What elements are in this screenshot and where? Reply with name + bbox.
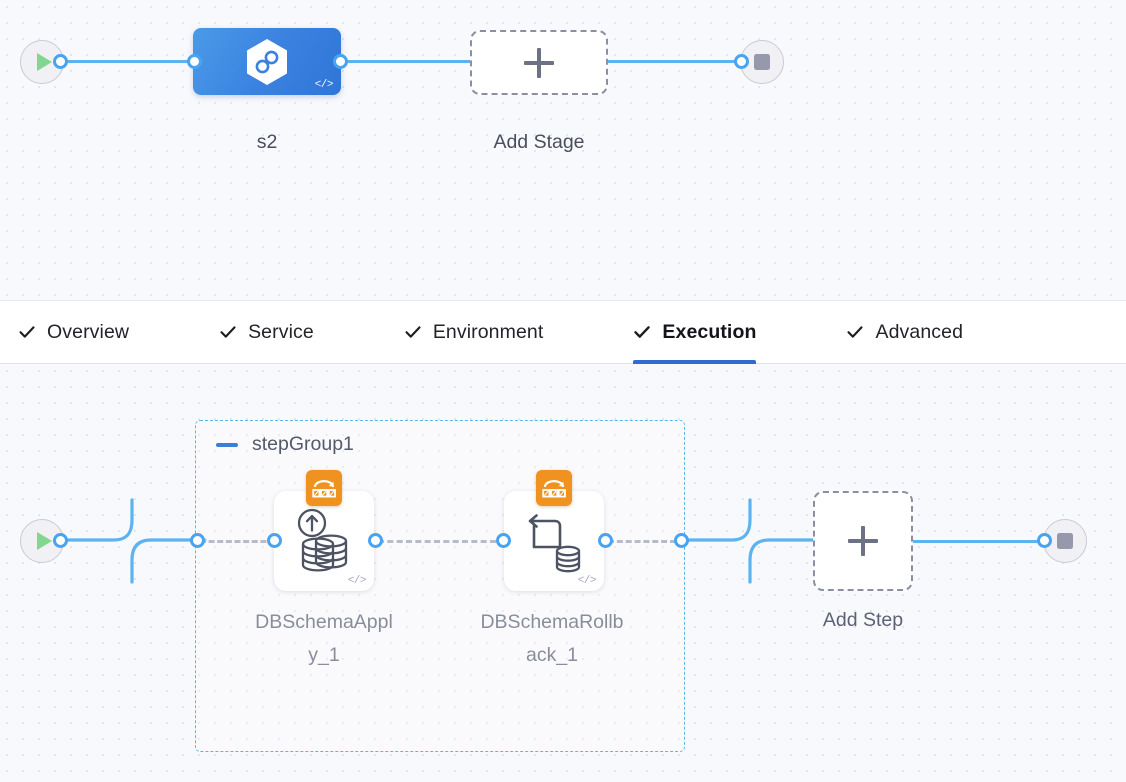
step2-output-port[interactable] xyxy=(598,533,613,548)
stage-link-start-to-s2 xyxy=(62,60,200,63)
tab-service[interactable]: Service xyxy=(219,301,338,363)
step-start-port[interactable] xyxy=(53,533,68,548)
deployment-orange-icon xyxy=(306,470,342,506)
step-link-step1-to-step2 xyxy=(378,540,496,543)
step-node-dbschemaapply[interactable]: </> xyxy=(274,470,374,591)
stage-end-port[interactable] xyxy=(734,54,749,69)
step1-code-badge[interactable]: </> xyxy=(347,575,367,587)
stop-icon xyxy=(1057,533,1073,549)
step-link-start-to-group xyxy=(58,498,207,584)
stage-node-label: s2 xyxy=(256,131,278,153)
stage-link-s2-to-add xyxy=(344,60,472,63)
stop-icon xyxy=(754,54,770,70)
stage-start-port[interactable] xyxy=(53,54,68,69)
step-link-step2-to-groupout xyxy=(608,540,676,543)
step-end-port[interactable] xyxy=(1037,533,1052,548)
step-node-dbschemarollback[interactable]: </> xyxy=(504,470,604,591)
pipeline-stage-canvas[interactable]: </> s2 Add Stage xyxy=(0,0,1126,300)
step-link-groupin-to-step1 xyxy=(200,540,275,543)
step-end-node[interactable] xyxy=(1043,519,1087,563)
tab-advanced[interactable]: Advanced xyxy=(846,301,987,363)
step-group-output-port[interactable] xyxy=(674,533,689,548)
play-icon xyxy=(36,532,52,550)
tab-execution-label: Execution xyxy=(662,320,757,343)
execution-steps-canvas[interactable]: stepGroup1 xyxy=(0,364,1126,782)
minus-icon[interactable] xyxy=(216,442,238,447)
step2-code-badge[interactable]: </> xyxy=(577,575,597,587)
database-apply-icon xyxy=(288,505,360,577)
stage-node-input-port[interactable] xyxy=(187,54,202,69)
plus-icon xyxy=(524,47,554,78)
check-icon xyxy=(404,323,422,341)
step-link-addstep-to-end xyxy=(913,540,1046,543)
stage-code-badge[interactable]: </> xyxy=(314,79,334,91)
step-group-input-port[interactable] xyxy=(190,533,205,548)
check-icon xyxy=(18,323,36,341)
add-stage-label: Add Stage xyxy=(493,131,585,153)
play-icon xyxy=(36,53,52,71)
tab-overview[interactable]: Overview xyxy=(18,301,153,363)
add-step-label: Add Step xyxy=(822,609,904,631)
check-icon xyxy=(633,323,651,341)
stage-end-node[interactable] xyxy=(740,40,784,84)
step2-input-port[interactable] xyxy=(496,533,511,548)
add-step-button[interactable] xyxy=(813,491,913,591)
tab-execution[interactable]: Execution xyxy=(633,301,780,364)
step-node-dbschemaapply-label: DBSchemaAppl y_1 xyxy=(255,611,393,666)
tab-overview-label: Overview xyxy=(47,320,130,343)
step-node-dbschemarollback-label: DBSchemaRollb ack_1 xyxy=(480,611,624,666)
tab-environment[interactable]: Environment xyxy=(404,301,568,363)
step1-output-port[interactable] xyxy=(368,533,383,548)
step-group-header[interactable]: stepGroup1 xyxy=(216,433,354,456)
tab-advanced-label: Advanced xyxy=(875,320,964,343)
stage-config-tabs[interactable]: Overview Service Environment Execution A… xyxy=(0,300,1126,364)
plus-icon xyxy=(848,526,878,556)
stage-link-add-to-end xyxy=(608,60,745,63)
check-icon xyxy=(219,323,237,341)
deployment-orange-icon xyxy=(536,470,572,506)
check-icon xyxy=(846,323,864,341)
step-group-title: stepGroup1 xyxy=(252,433,354,455)
add-stage-button[interactable] xyxy=(470,30,608,95)
stage-node-output-port[interactable] xyxy=(333,54,348,69)
stage-node-s2[interactable]: </> xyxy=(193,28,341,95)
step-link-group-to-addstep xyxy=(682,498,816,584)
tab-environment-label: Environment xyxy=(432,320,544,343)
step-group-stepgroup1[interactable]: stepGroup1 xyxy=(195,420,685,752)
step1-input-port[interactable] xyxy=(267,533,282,548)
database-rollback-icon xyxy=(518,505,590,577)
hexagon-infinity-icon xyxy=(245,38,289,86)
tab-service-label: Service xyxy=(248,320,314,343)
